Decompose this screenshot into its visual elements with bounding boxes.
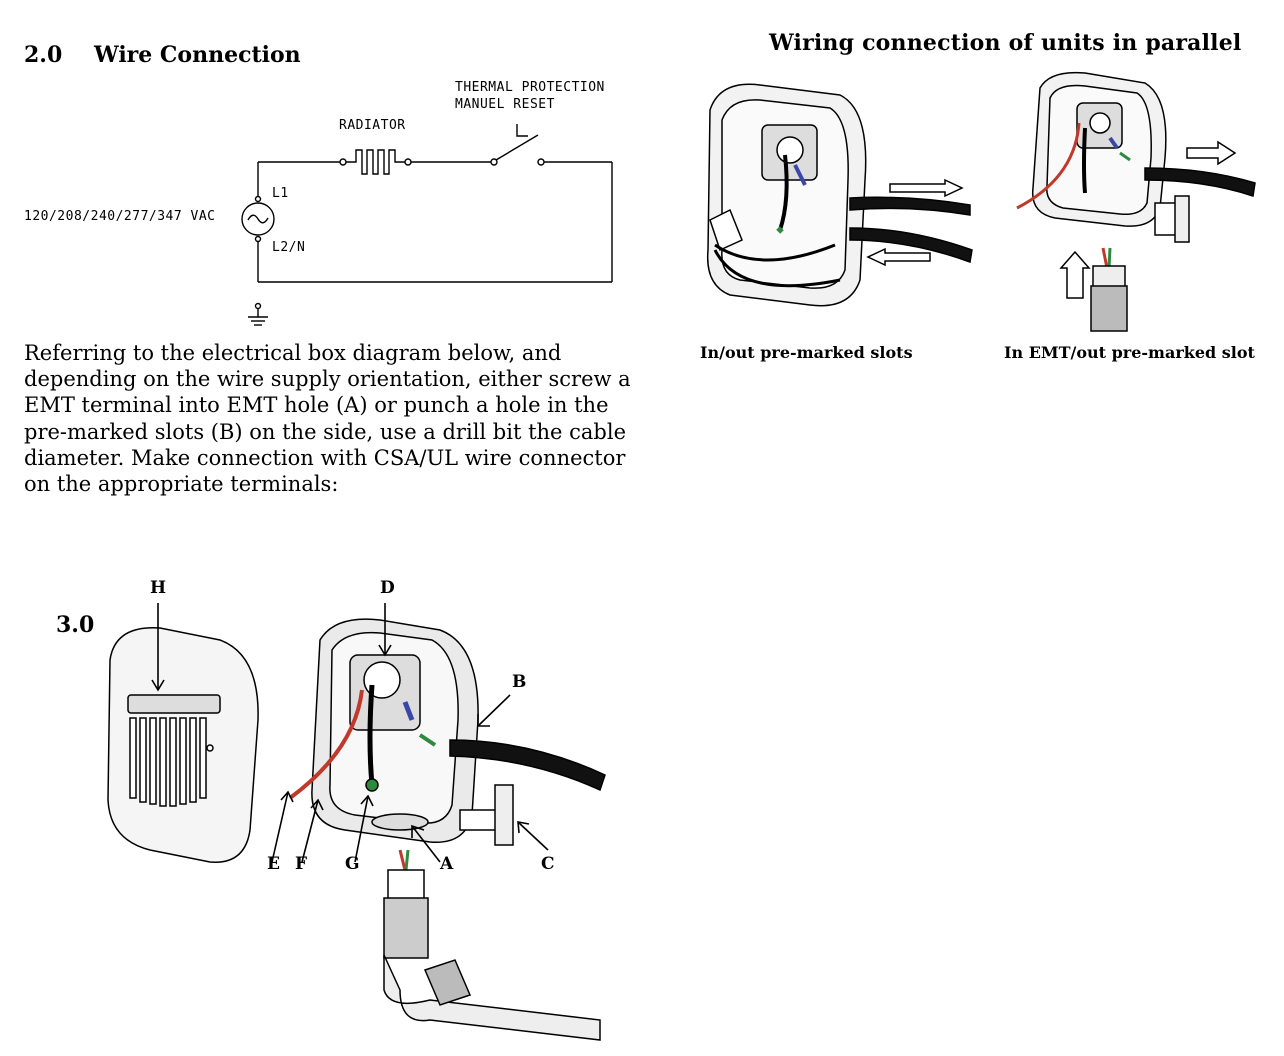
- callout-g: G: [345, 854, 360, 874]
- l1-label: L1: [272, 186, 289, 201]
- radiator-label: RADIATOR: [339, 118, 406, 133]
- instructions-paragraph: Referring to the electrical box diagram …: [24, 340, 657, 497]
- callout-b: B: [512, 672, 527, 692]
- callout-h: H: [150, 578, 167, 598]
- callout-e: E: [267, 854, 280, 874]
- paragraph-line: on the appropriate terminals:: [24, 472, 339, 497]
- electrical-box-diagram: [107, 603, 606, 1041]
- parallel-emt-illustration: [1016, 71, 1256, 332]
- manual-reset-label: MANUEL RESET: [455, 97, 555, 112]
- section-2-title: Wire Connection: [94, 42, 301, 68]
- parallel-in-out-illustration: [706, 83, 973, 307]
- callout-a: A: [440, 854, 454, 874]
- caption-emt-slot: In EMT/out pre-marked slot: [1004, 343, 1255, 362]
- paragraph-line: Referring to the electrical box diagram …: [24, 341, 562, 365]
- l2-label: L2/N: [272, 240, 306, 255]
- voltage-label: 120/208/240/277/347 VAC: [24, 209, 216, 224]
- parallel-wiring-title: Wiring connection of units in parallel: [769, 30, 1242, 56]
- section-2-number: 2.0: [24, 42, 63, 68]
- schematic-lines: [241, 124, 613, 326]
- callout-d: D: [380, 578, 395, 598]
- paragraph-line: EMT terminal into EMT hole (A) or punch …: [24, 393, 609, 418]
- paragraph-line: depending on the wire supply orientation…: [24, 367, 631, 392]
- callout-f: F: [295, 854, 308, 874]
- thermal-protection-label: THERMAL PROTECTION: [455, 80, 605, 95]
- callout-c: C: [541, 854, 555, 874]
- paragraph-line: diameter. Make connection with CSA/UL wi…: [24, 445, 626, 470]
- paragraph-line: pre-marked slots (B) on the side, use a …: [24, 419, 627, 444]
- caption-in-out-slots: In/out pre-marked slots: [700, 343, 913, 362]
- section-3-number: 3.0: [56, 612, 95, 638]
